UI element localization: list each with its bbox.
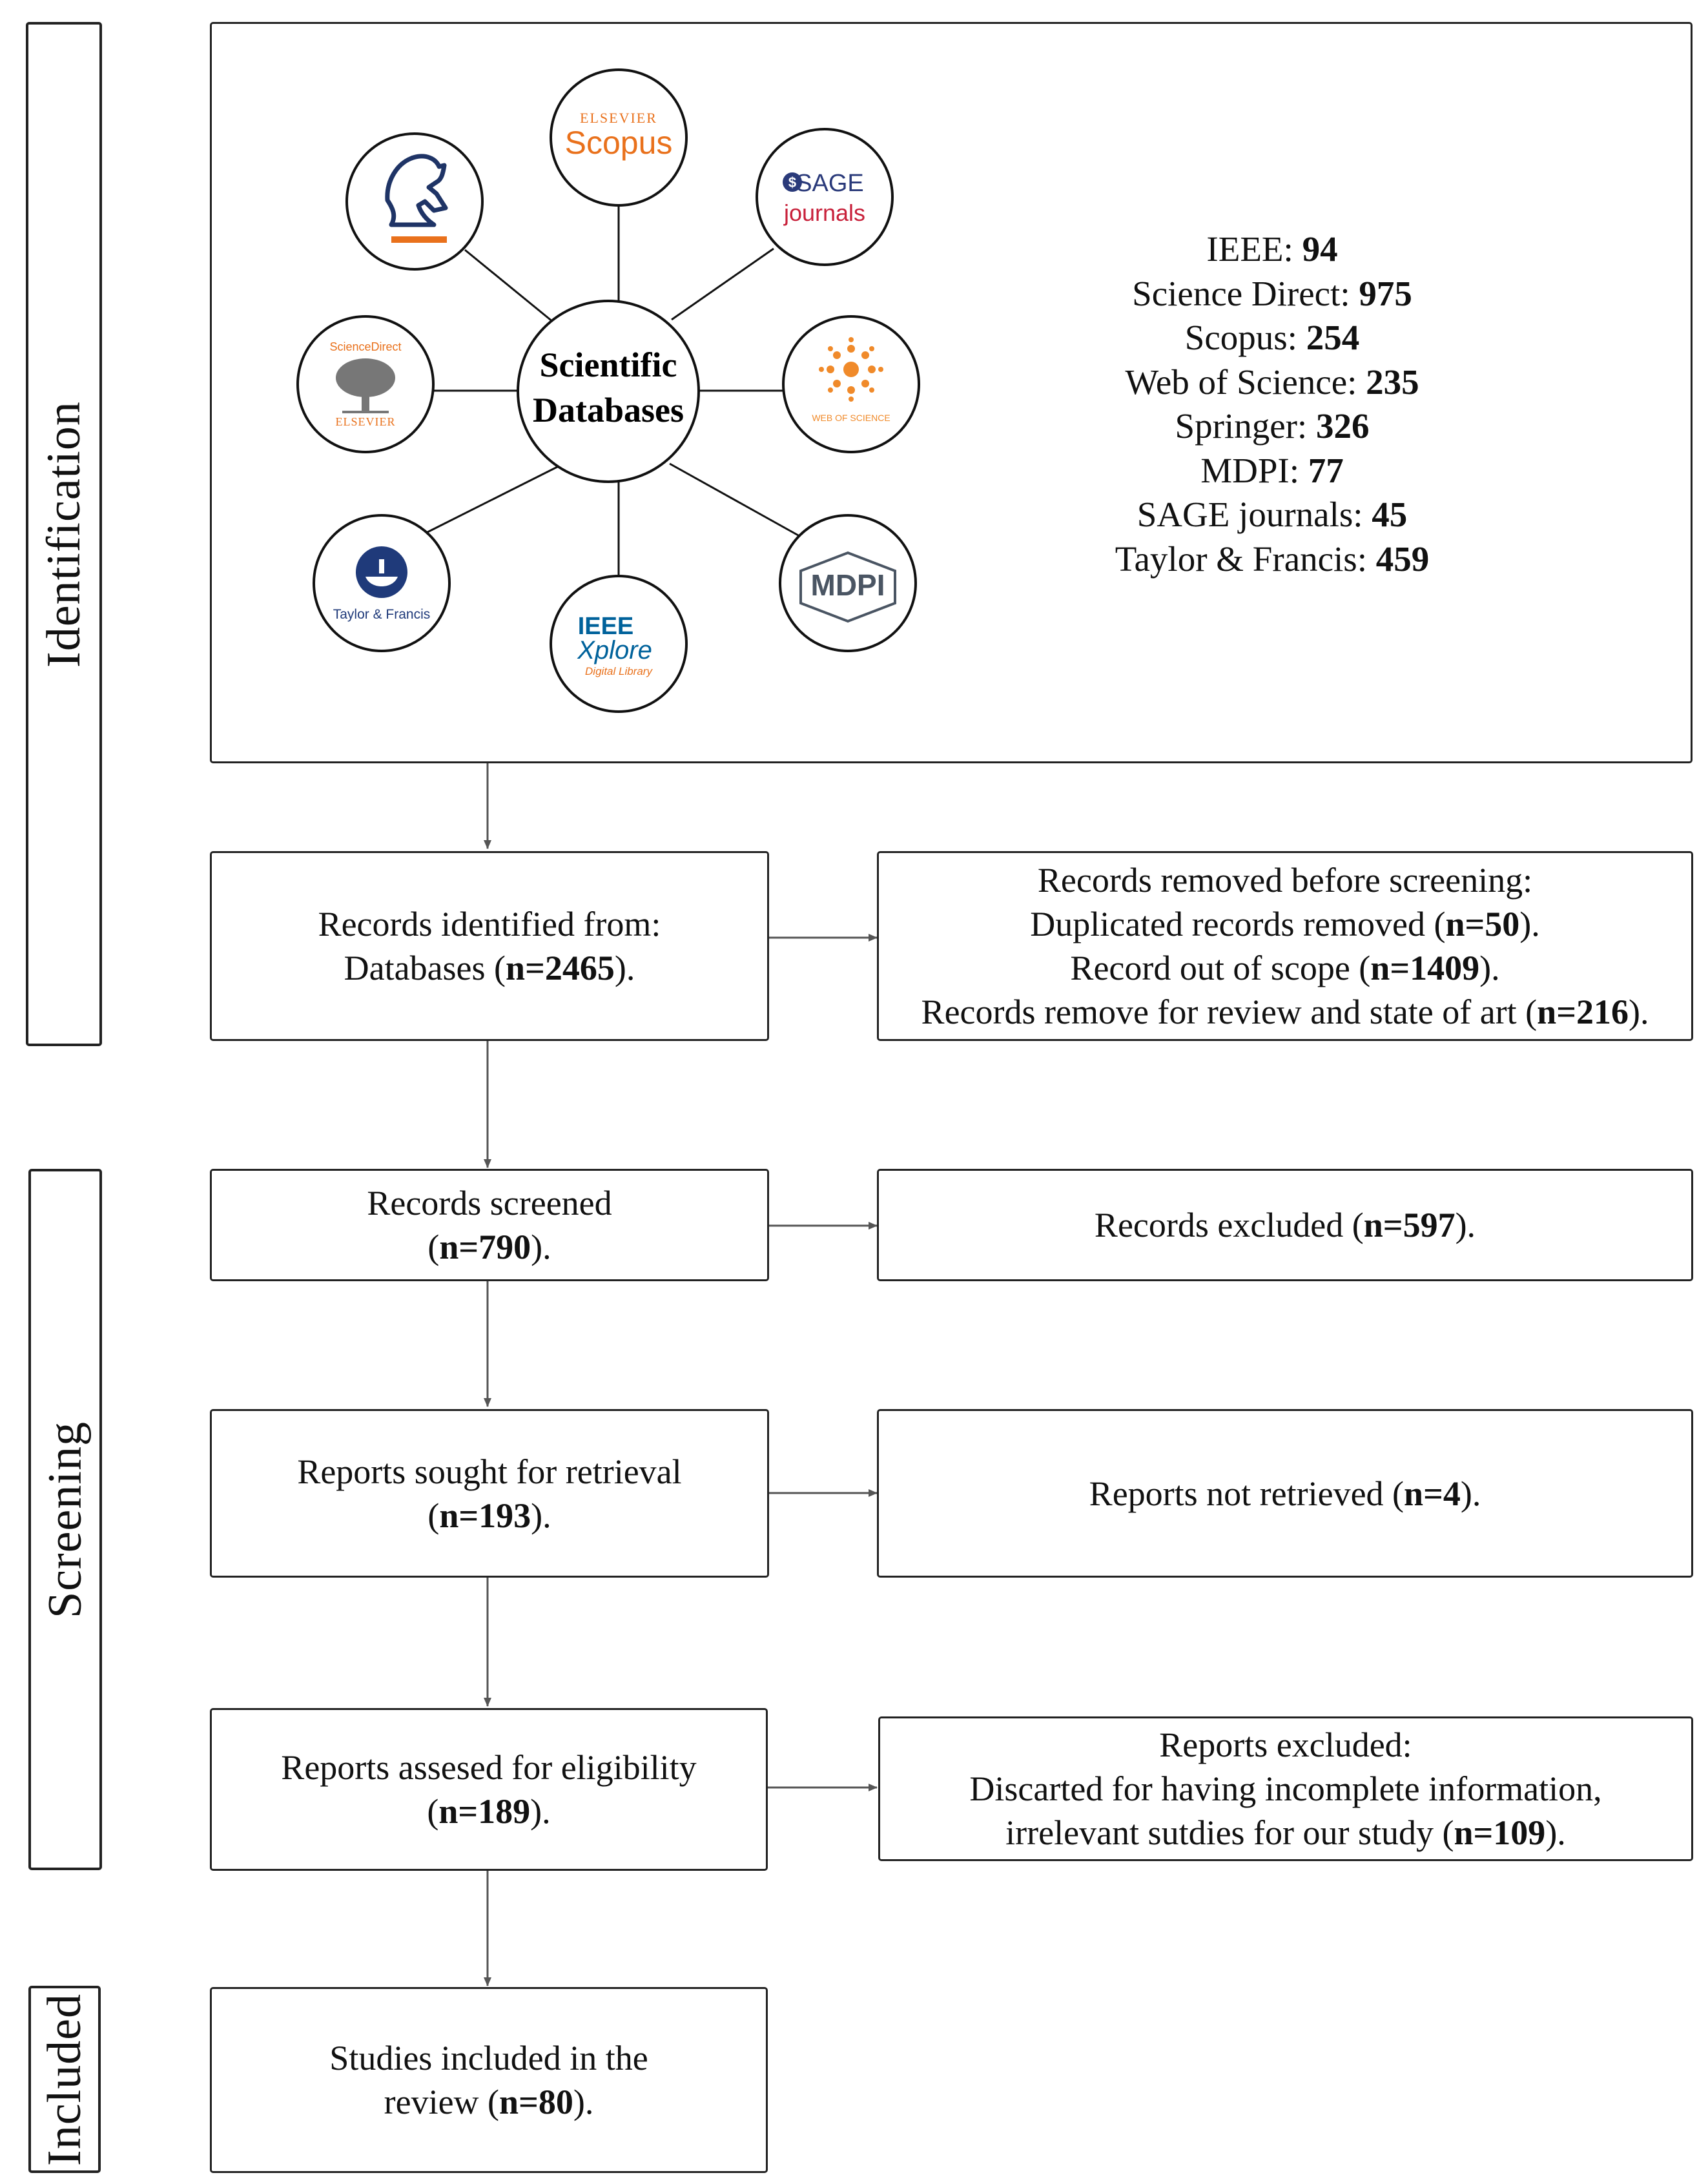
taylor-text: Taylor & Francis xyxy=(333,607,431,622)
reports-assessed-line2: (n=189). xyxy=(427,1792,551,1831)
records-screened-box: Records screened (n=790). xyxy=(210,1169,769,1281)
databases-panel xyxy=(210,22,1693,763)
records-excluded-box: Records excluded (n=597). xyxy=(877,1169,1693,1281)
records-removed-box: Records removed before screening: Duplic… xyxy=(877,851,1693,1041)
reports-sought-line1: Reports sought for retrieval xyxy=(297,1452,682,1491)
spoke-sage xyxy=(671,247,774,321)
studies-included-box: Studies included in the review (n=80). xyxy=(210,1987,768,2173)
db-count-mdpi: MDPI: 77 xyxy=(1200,450,1344,490)
springer-horse-icon xyxy=(345,132,484,271)
ieee-xplore-logo: IEEE Xplore Digital Library xyxy=(550,575,688,713)
spoke-mdpi xyxy=(669,462,800,537)
sage-dollar-icon xyxy=(783,172,802,192)
records-identified-line2: Databases (n=2465). xyxy=(344,949,635,987)
sage-sub-text: journals xyxy=(783,200,865,226)
phase-screening: Screening xyxy=(28,1169,102,1870)
ieee-top-text: IEEE xyxy=(578,613,634,640)
database-counts: IEEE: 94 Science Direct: 975 Scopus: 254… xyxy=(1072,227,1472,581)
hub-label-1: Scientific xyxy=(540,345,677,384)
records-removed-review: Records remove for review and state of a… xyxy=(921,993,1649,1031)
scopus-top-text: ELSEVIER xyxy=(580,110,657,126)
mdpi-text: MDPI xyxy=(811,568,885,602)
elsevier-tree-icon xyxy=(336,358,395,413)
sciencedirect-top-text: ScienceDirect xyxy=(329,340,401,353)
reports-assessed-box: Reports assesed for eligibility (n=189). xyxy=(210,1708,768,1871)
reports-assessed-line1: Reports assesed for eligibility xyxy=(281,1748,697,1787)
sciencedirect-bottom-text: ELSEVIER xyxy=(336,415,396,428)
reports-not-retrieved-line: Reports not retrieved (n=4). xyxy=(1089,1474,1481,1513)
records-identified-box: Records identified from: Databases (n=24… xyxy=(210,851,769,1041)
records-screened-line2: (n=790). xyxy=(427,1228,551,1266)
reports-excluded-title: Reports excluded: xyxy=(1159,1726,1412,1764)
db-count-sage: SAGE journals: 45 xyxy=(1137,495,1408,534)
reports-excluded-box: Reports excluded: Discarted for having i… xyxy=(878,1716,1693,1861)
records-removed-out-of-scope: Record out of scope (n=1409). xyxy=(1070,949,1500,987)
studies-included-line1: Studies included in the xyxy=(329,2039,648,2077)
db-count-ieee: IEEE: 94 xyxy=(1206,229,1338,269)
ieee-main-text: Xplore xyxy=(577,636,652,664)
records-removed-duplicates: Duplicated records removed (n=50). xyxy=(1030,905,1540,943)
reports-sought-line2: (n=193). xyxy=(427,1496,551,1535)
taylor-francis-logo: Taylor & Francis xyxy=(313,514,451,652)
phase-identification: Identification xyxy=(26,22,102,1046)
studies-included-line2: review (n=80). xyxy=(384,2083,594,2121)
wos-logo: WEB OF SCIENCE xyxy=(782,315,920,453)
hub-label-2: Databases xyxy=(533,391,684,429)
scopus-logo: ELSEVIER Scopus xyxy=(550,68,688,207)
phase-included: Included xyxy=(28,1986,101,2173)
db-count-sciencedirect: Science Direct: 975 xyxy=(1132,273,1412,313)
ieee-sub-text: Digital Library xyxy=(585,665,653,677)
db-count-wos: Web of Science: 235 xyxy=(1125,362,1419,402)
records-excluded-line: Records excluded (n=597). xyxy=(1094,1206,1476,1244)
wos-dots-icon xyxy=(819,337,883,402)
records-identified-line1: Records identified from: xyxy=(318,905,661,943)
scopus-main-text: Scopus xyxy=(565,125,673,161)
sage-main-text: SAGE xyxy=(796,170,864,197)
sage-logo: $ SAGE journals xyxy=(756,128,894,266)
reports-excluded-irrelevant: irrelevant sutdies for our study (n=109)… xyxy=(1005,1813,1566,1852)
hub-circle xyxy=(517,300,700,483)
db-count-taylor: Taylor & Francis: 459 xyxy=(1115,539,1430,579)
records-removed-title: Records removed before screening: xyxy=(1037,861,1533,900)
reports-sought-box: Reports sought for retrieval (n=193). xyxy=(210,1409,769,1578)
svg-text:$: $ xyxy=(788,174,796,191)
reports-not-retrieved-box: Reports not retrieved (n=4). xyxy=(877,1409,1693,1578)
mdpi-logo: MDPI xyxy=(779,514,917,652)
mdpi-hexagon-icon xyxy=(799,551,896,623)
spoke-taylor xyxy=(426,462,564,534)
sciencedirect-logo: ScienceDirect ELSEVIER xyxy=(296,315,435,453)
records-screened-line1: Records screened xyxy=(367,1184,612,1222)
wos-text: WEB OF SCIENCE xyxy=(812,413,890,423)
spoke-springer xyxy=(464,249,557,326)
db-count-scopus: Scopus: 254 xyxy=(1184,318,1360,357)
reports-excluded-reason: Discarted for having incomplete informat… xyxy=(969,1769,1602,1808)
db-count-springer: Springer: 326 xyxy=(1175,406,1370,446)
